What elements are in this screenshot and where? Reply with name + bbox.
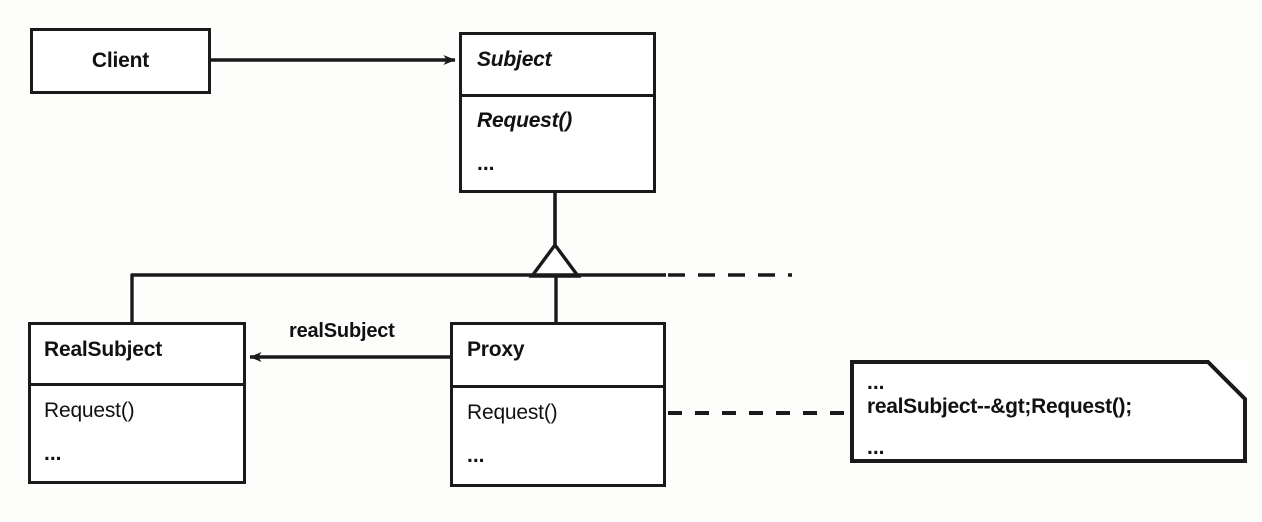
note-line-2: realSubject--&gt;Request(); [867,395,1132,418]
proxy-ellipsis: ... [467,444,485,467]
class-box-proxy[interactable]: Proxy Request() ... [450,322,666,487]
note-line-3: ... [867,436,885,459]
operation-proxy-request: Request() [467,401,558,424]
class-box-realsubject[interactable]: RealSubject Request() ... [28,322,246,484]
class-name-realsubject: RealSubject [44,338,163,361]
subject-ellipsis: ... [477,152,495,175]
proxy-name-compartment: Proxy [453,325,663,388]
operation-realsubject-request: Request() [44,399,135,422]
class-name-proxy: Proxy [467,338,525,361]
realsubject-ellipsis: ... [44,442,62,465]
class-name-client: Client [91,49,150,72]
generalization-triangle-icon [528,242,582,278]
association-label-realsubject: realSubject [289,320,395,342]
class-box-subject[interactable]: Subject Request() ... [459,32,656,193]
operation-subject-request: Request() [477,109,573,132]
class-box-client[interactable]: Client [30,28,211,94]
realsubject-name-compartment: RealSubject [31,325,243,386]
subject-name-compartment: Subject [462,35,653,97]
subject-operations-compartment: Request() ... [462,97,653,193]
client-name-compartment: Client [33,31,208,91]
proxy-operations-compartment: Request() ... [453,388,663,487]
note-box[interactable]: ... realSubject--&gt;Request(); ... [850,360,1247,463]
note-outline [850,360,1247,463]
realsubject-operations-compartment: Request() ... [31,386,243,483]
class-name-subject: Subject [477,48,552,71]
note-line-1: ... [867,371,885,394]
